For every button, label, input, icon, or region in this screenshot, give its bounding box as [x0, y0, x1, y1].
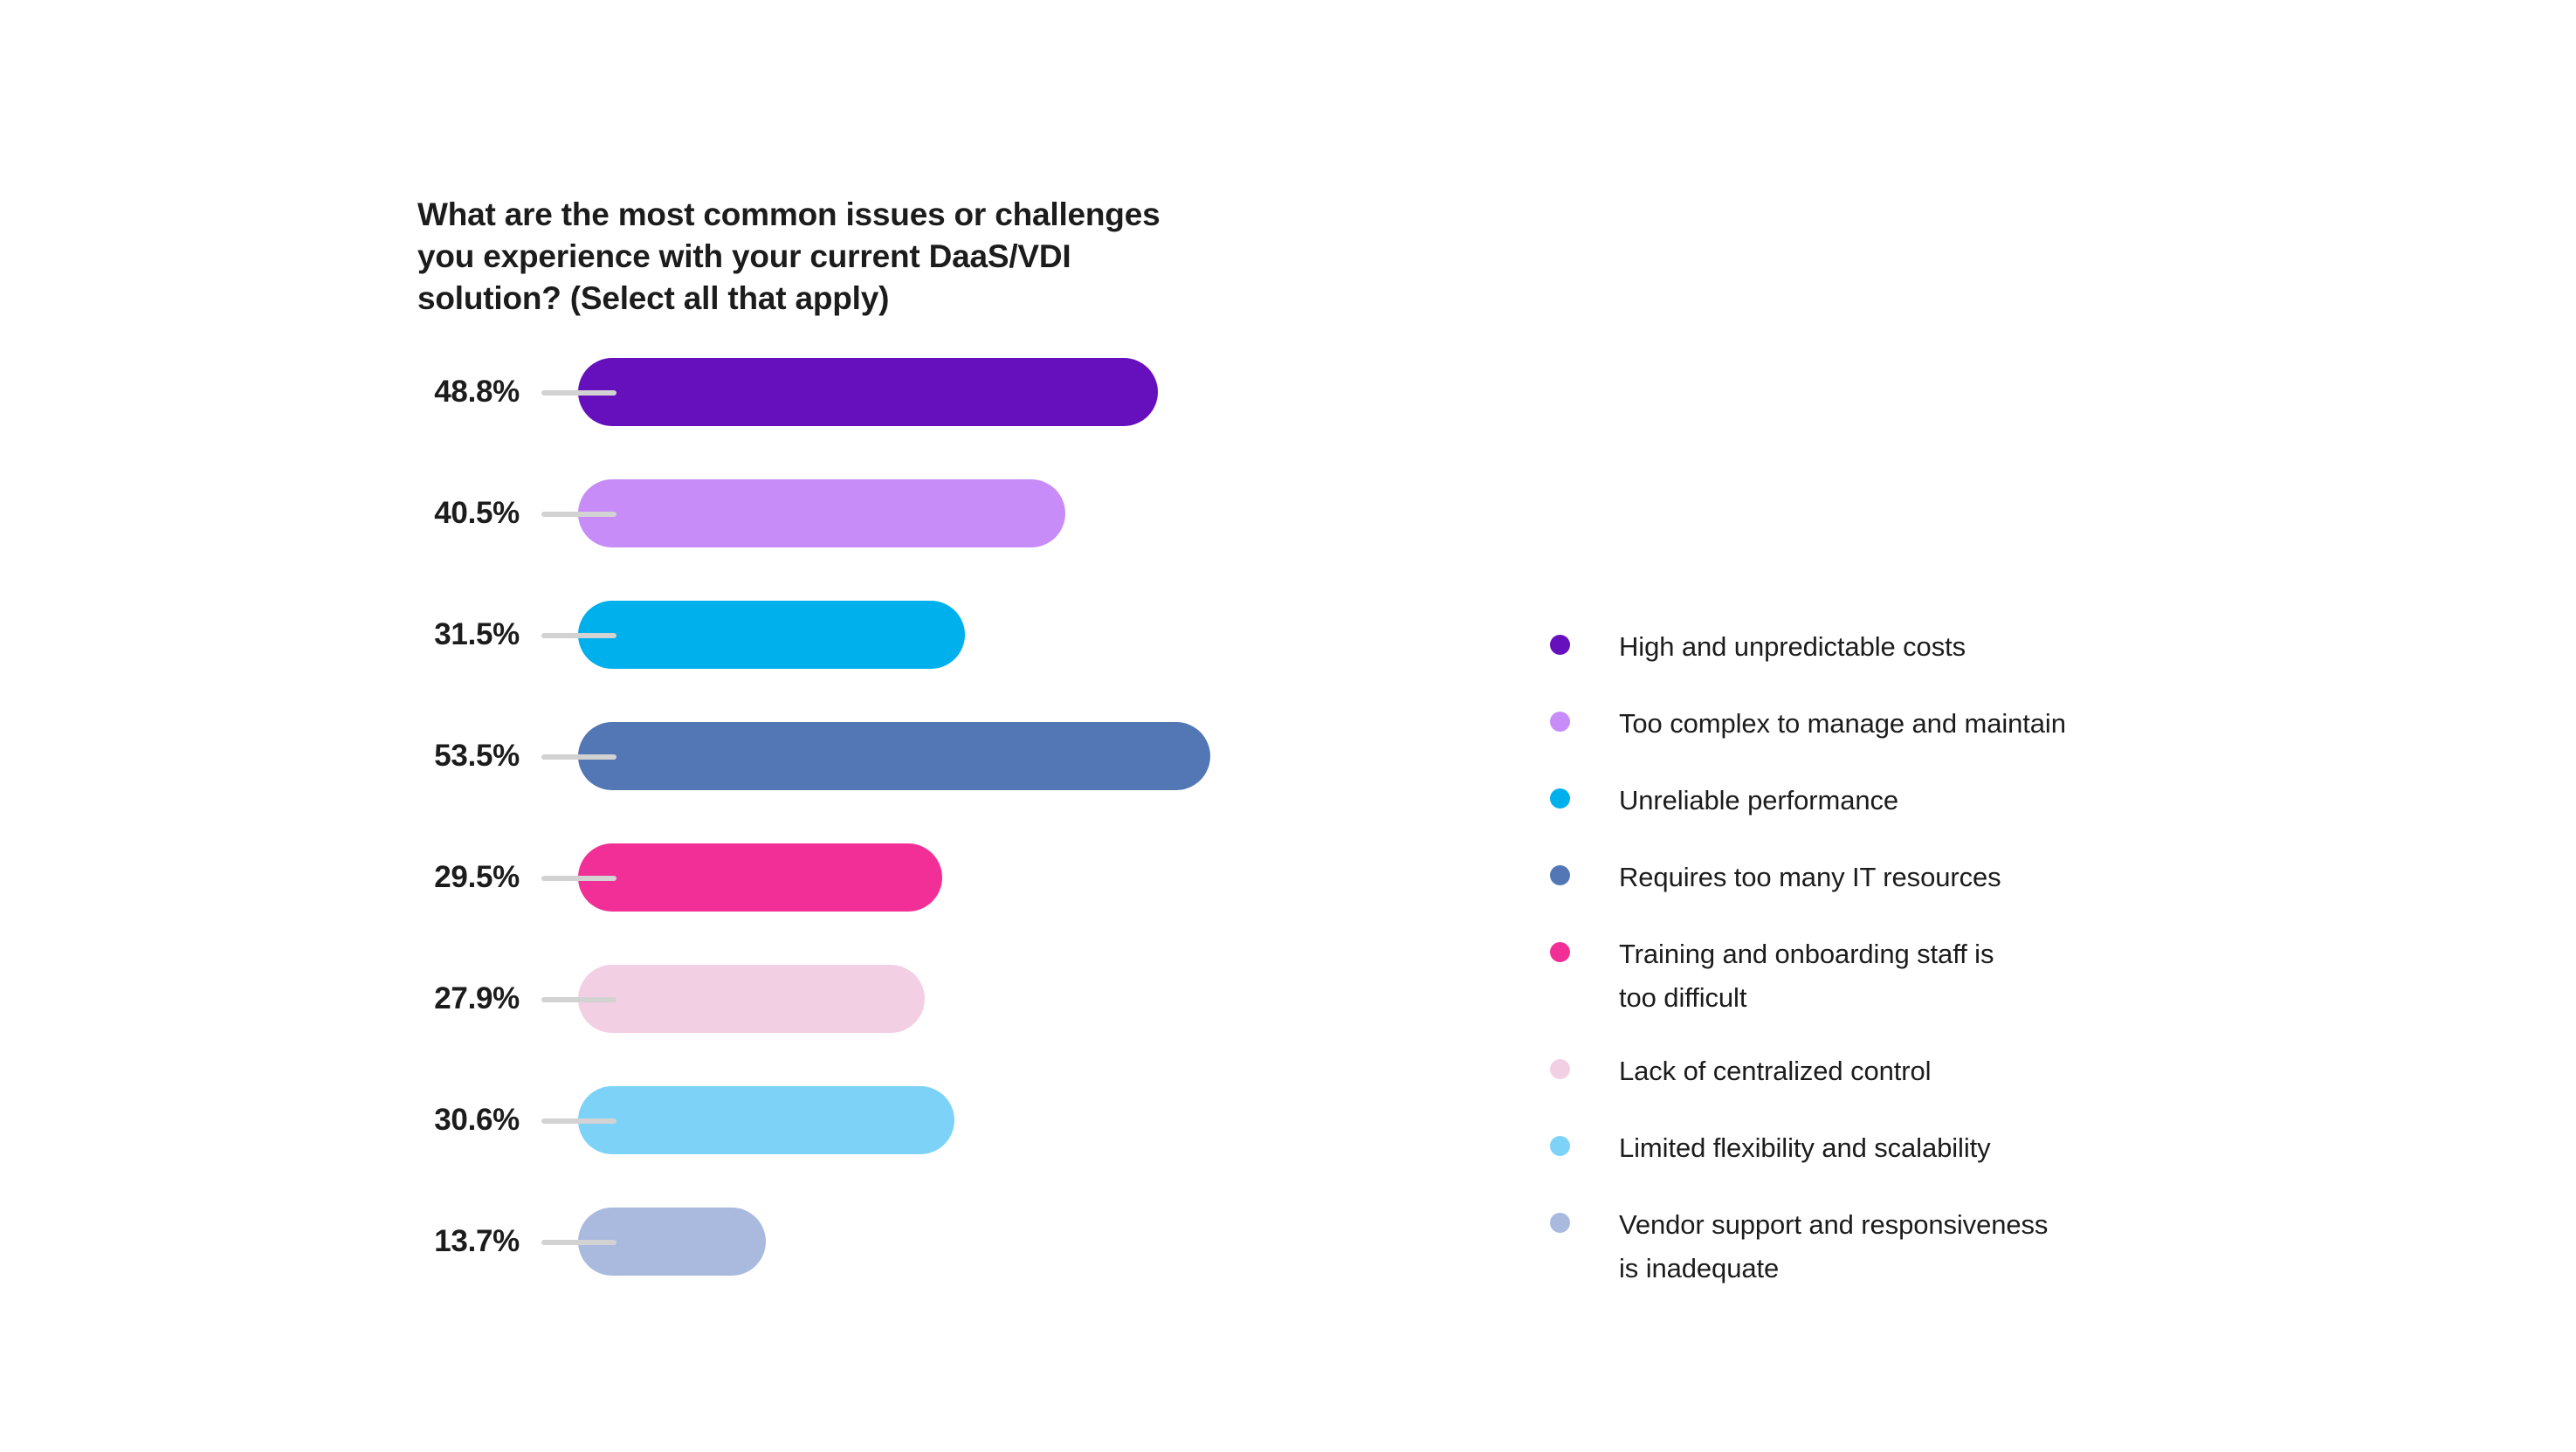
bar-value-label: 27.9%: [434, 981, 520, 1015]
legend-item[interactable]: High and unpredictable costs: [1550, 625, 2423, 702]
bar-row: 27.9%: [0, 965, 1397, 1033]
bar-value-label: 29.5%: [434, 860, 520, 894]
legend-item-label: Limited flexibility and scalability: [1619, 1132, 1991, 1163]
bar-connector-line: [541, 633, 616, 638]
legend-item[interactable]: Limited flexibility and scalability: [1550, 1126, 2423, 1203]
legend-item[interactable]: Unreliable performance: [1550, 779, 2423, 856]
legend-item[interactable]: Too complex to manage and maintain: [1550, 702, 2423, 779]
legend-color-swatch-icon: [1550, 865, 1570, 885]
bar-value-label: 30.6%: [434, 1103, 520, 1137]
legend-color-swatch-icon: [1550, 788, 1570, 809]
legend-item-label: High and unpredictable costs: [1619, 631, 1966, 662]
legend-item-label: Lack of centralized control: [1619, 1056, 1932, 1086]
bar: [578, 965, 925, 1033]
legend-item[interactable]: Lack of centralized control: [1550, 1049, 2423, 1126]
bar-value-label: 13.7%: [434, 1224, 520, 1258]
legend-item-label: Requires too many IT resources: [1619, 862, 2001, 892]
legend-color-swatch-icon: [1550, 942, 1570, 962]
bar-connector-line: [541, 512, 616, 517]
bar: [578, 1086, 955, 1154]
bar: [578, 358, 1158, 426]
bar-row: 29.5%: [0, 843, 1397, 912]
bar-row: 31.5%: [0, 601, 1397, 669]
bar-row: 13.7%: [0, 1208, 1397, 1276]
bar: [578, 601, 965, 669]
legend-item[interactable]: Training and onboarding staff is too dif…: [1550, 932, 2423, 1049]
legend-item[interactable]: Vendor support and responsiveness is ina…: [1550, 1203, 2423, 1320]
bar-connector-line: [541, 754, 616, 760]
legend-item-label: Vendor support and responsiveness is ina…: [1619, 1209, 2049, 1283]
bar-value-label: 48.8%: [434, 375, 520, 409]
bar-connector-line: [541, 1118, 616, 1124]
legend-item-label: Too complex to manage and maintain: [1619, 708, 2066, 739]
legend-color-swatch-icon: [1550, 712, 1570, 732]
bar-value-label: 40.5%: [434, 496, 520, 530]
bar-row: 48.8%: [0, 358, 1397, 426]
bar-row: 53.5%: [0, 722, 1397, 790]
bar: [578, 843, 942, 912]
legend-item-label: Unreliable performance: [1619, 785, 1899, 815]
legend-color-swatch-icon: [1550, 1136, 1570, 1156]
bar-connector-line: [541, 1240, 616, 1245]
chart-title: What are the most common issues or chall…: [417, 196, 1161, 316]
bar-value-label: 53.5%: [434, 739, 520, 773]
legend-color-swatch-icon: [1550, 1213, 1570, 1233]
bar-chart-plot-area: 48.8% 40.5% 31.5% 53.5% 29.5% 27.9% 30.6% 13.7%: [0, 358, 1397, 1276]
bar-row: 30.6%: [0, 1086, 1397, 1154]
legend-item-label: Training and onboarding staff is too dif…: [1619, 939, 1994, 1013]
bar-connector-line: [541, 876, 616, 881]
bar-connector-line: [541, 390, 616, 396]
bar-row: 40.5%: [0, 479, 1397, 547]
legend-item[interactable]: Requires too many IT resources: [1550, 856, 2423, 932]
legend-color-swatch-icon: [1550, 1059, 1570, 1079]
bar-value-label: 31.5%: [434, 617, 520, 651]
legend-color-swatch-icon: [1550, 635, 1570, 655]
bar: [578, 479, 1065, 547]
bar: [578, 722, 1210, 790]
bar-connector-line: [541, 997, 616, 1002]
